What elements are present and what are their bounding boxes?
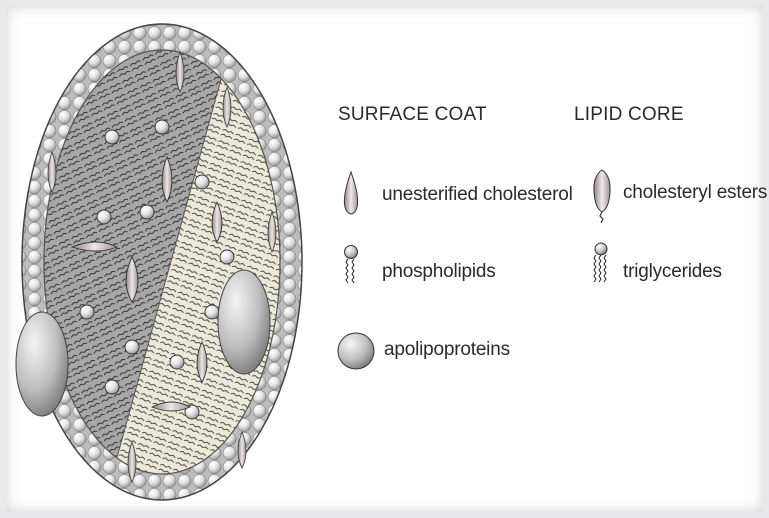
apolipoprotein-icon bbox=[336, 331, 376, 371]
surface-coat-heading: SURFACE COAT bbox=[338, 104, 487, 126]
cholesterol-icon bbox=[340, 170, 362, 220]
lipoprotein-particle-illustration bbox=[12, 12, 312, 512]
cholesteryl-ester-icon bbox=[591, 168, 613, 228]
triglyceride-icon bbox=[592, 242, 610, 298]
legend-label-unesterified-cholesterol: unesterified cholesterol bbox=[382, 184, 573, 206]
lipid-core-heading: LIPID CORE bbox=[574, 104, 684, 126]
phospholipid-icon bbox=[342, 244, 360, 290]
legend-label-cholesteryl-esters: cholesteryl esters bbox=[623, 182, 767, 204]
lipid-core bbox=[12, 12, 312, 512]
legend-label-apolipoproteins: apolipoproteins bbox=[384, 339, 510, 361]
legend-label-phospholipids: phospholipids bbox=[382, 261, 496, 283]
legend-label-triglycerides: triglycerides bbox=[623, 261, 722, 283]
